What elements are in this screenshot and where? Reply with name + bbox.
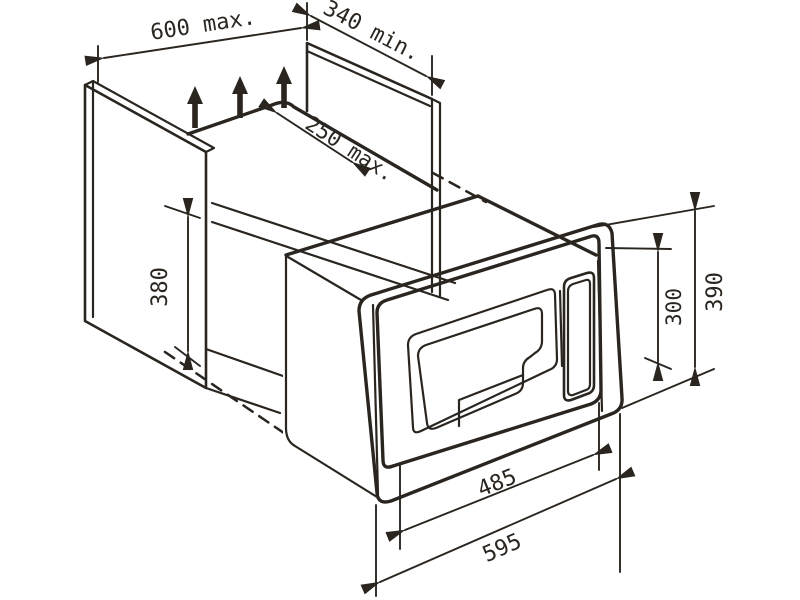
dimension-600-max: 600 max. xyxy=(84,5,321,83)
control-panel xyxy=(562,271,596,402)
dimension-340-min: 340 min. xyxy=(291,0,446,96)
vent-arrow-up-icon xyxy=(187,86,203,128)
cabinet-bottom-shelf xyxy=(204,347,285,415)
dimension-label-frame-height: 390 xyxy=(703,272,728,312)
dimension-label-niche-height: 380 xyxy=(148,267,173,307)
cabinet-niche-shelf-lines xyxy=(210,97,457,302)
dimension-250-max: 250 max. xyxy=(258,98,399,187)
dimension-390: 390 xyxy=(593,192,728,409)
dimension-label-cabinet-width: 600 max. xyxy=(149,5,258,46)
dimension-380: 380 xyxy=(148,198,201,370)
dimension-300: 300 xyxy=(605,233,686,381)
vent-arrow-up-icon xyxy=(232,76,248,118)
vent-arrows xyxy=(187,66,292,128)
dimension-label-vent-gap-depth: 340 min. xyxy=(319,0,425,67)
door-window xyxy=(416,307,544,430)
projection-line-upper xyxy=(431,171,488,204)
dimension-label-top-shelf-depth: 250 max. xyxy=(301,111,399,186)
door-handle-step xyxy=(457,373,525,428)
dimension-label-oven-height: 300 xyxy=(662,288,686,326)
oven-door xyxy=(406,288,564,434)
vent-arrow-up-icon xyxy=(276,66,292,108)
